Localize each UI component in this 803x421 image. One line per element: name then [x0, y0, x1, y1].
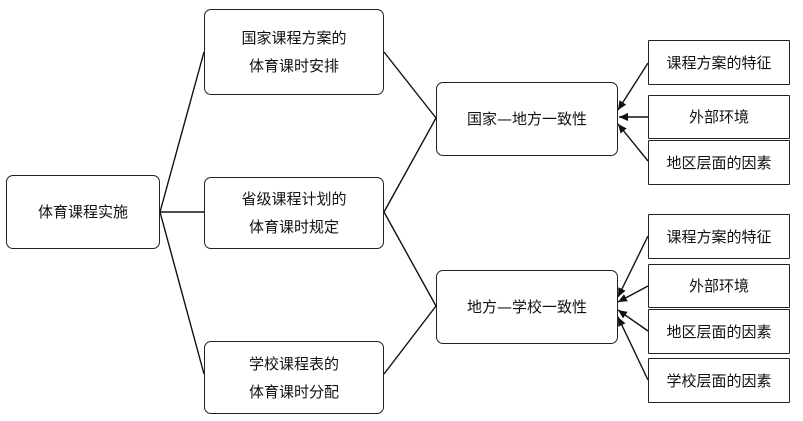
factor-bottom-regional: 地区层面的因素 [648, 309, 790, 354]
factor-bottom-external-env: 外部环境 [648, 264, 790, 308]
node-national-local-consistency: 国家—地方一致性 [436, 82, 618, 156]
factor-bottom-plan-features: 课程方案的特征 [648, 214, 790, 259]
node-local-school-consistency: 地方—学校一致性 [436, 270, 618, 344]
arrow-bottom-4 [617, 316, 649, 381]
factor-top-regional-label: 地区层面的因素 [666, 153, 772, 172]
node-national-local-label: 国家—地方一致性 [466, 110, 587, 128]
edge-root-to-school [159, 211, 205, 375]
factor-bottom-school-label: 学校层面的因素 [666, 371, 772, 390]
node-national-plan: 国家课程方案的 体育课时安排 [204, 9, 384, 95]
factor-bottom-plan-features-label: 课程方案的特征 [666, 227, 772, 246]
node-provincial-plan-line2: 体育课时规定 [248, 218, 339, 236]
node-provincial-plan-line1: 省级课程计划的 [241, 190, 347, 208]
arrow-bottom-3 [617, 309, 649, 332]
factor-top-plan-features-label: 课程方案的特征 [666, 53, 772, 72]
node-provincial-plan: 省级课程计划的 体育课时规定 [204, 177, 384, 249]
arrow-bottom-1 [617, 235, 649, 298]
node-national-plan-line1: 国家课程方案的 [241, 29, 347, 47]
node-local-school-label: 地方—学校一致性 [466, 298, 587, 316]
root-label: 体育课程实施 [37, 203, 128, 221]
edge-provincial-to-nl [383, 117, 437, 213]
arrow-top-3 [617, 123, 649, 162]
edge-school-to-ls [383, 305, 437, 375]
edge-provincial-to-ls [383, 211, 437, 307]
factor-top-plan-features: 课程方案的特征 [648, 40, 790, 85]
arrow-bottom-2 [617, 285, 649, 303]
factor-top-external-env: 外部环境 [648, 95, 790, 139]
factor-bottom-school: 学校层面的因素 [648, 358, 790, 403]
node-school-schedule-line1: 学校课程表的 [248, 354, 339, 373]
node-school-schedule: 学校课程表的 体育课时分配 [204, 341, 384, 414]
arrow-top-1 [617, 62, 649, 111]
factor-bottom-external-env-label: 外部环境 [688, 277, 749, 295]
edge-root-to-national [159, 51, 205, 213]
edge-national-to-nl [383, 51, 437, 119]
node-school-schedule-line2: 体育课时分配 [248, 382, 339, 401]
root-node: 体育课程实施 [6, 175, 160, 249]
factor-top-regional: 地区层面的因素 [648, 140, 790, 185]
factor-bottom-regional-label: 地区层面的因素 [666, 322, 772, 341]
node-national-plan-line2: 体育课时安排 [248, 57, 339, 75]
factor-top-external-env-label: 外部环境 [688, 108, 749, 126]
